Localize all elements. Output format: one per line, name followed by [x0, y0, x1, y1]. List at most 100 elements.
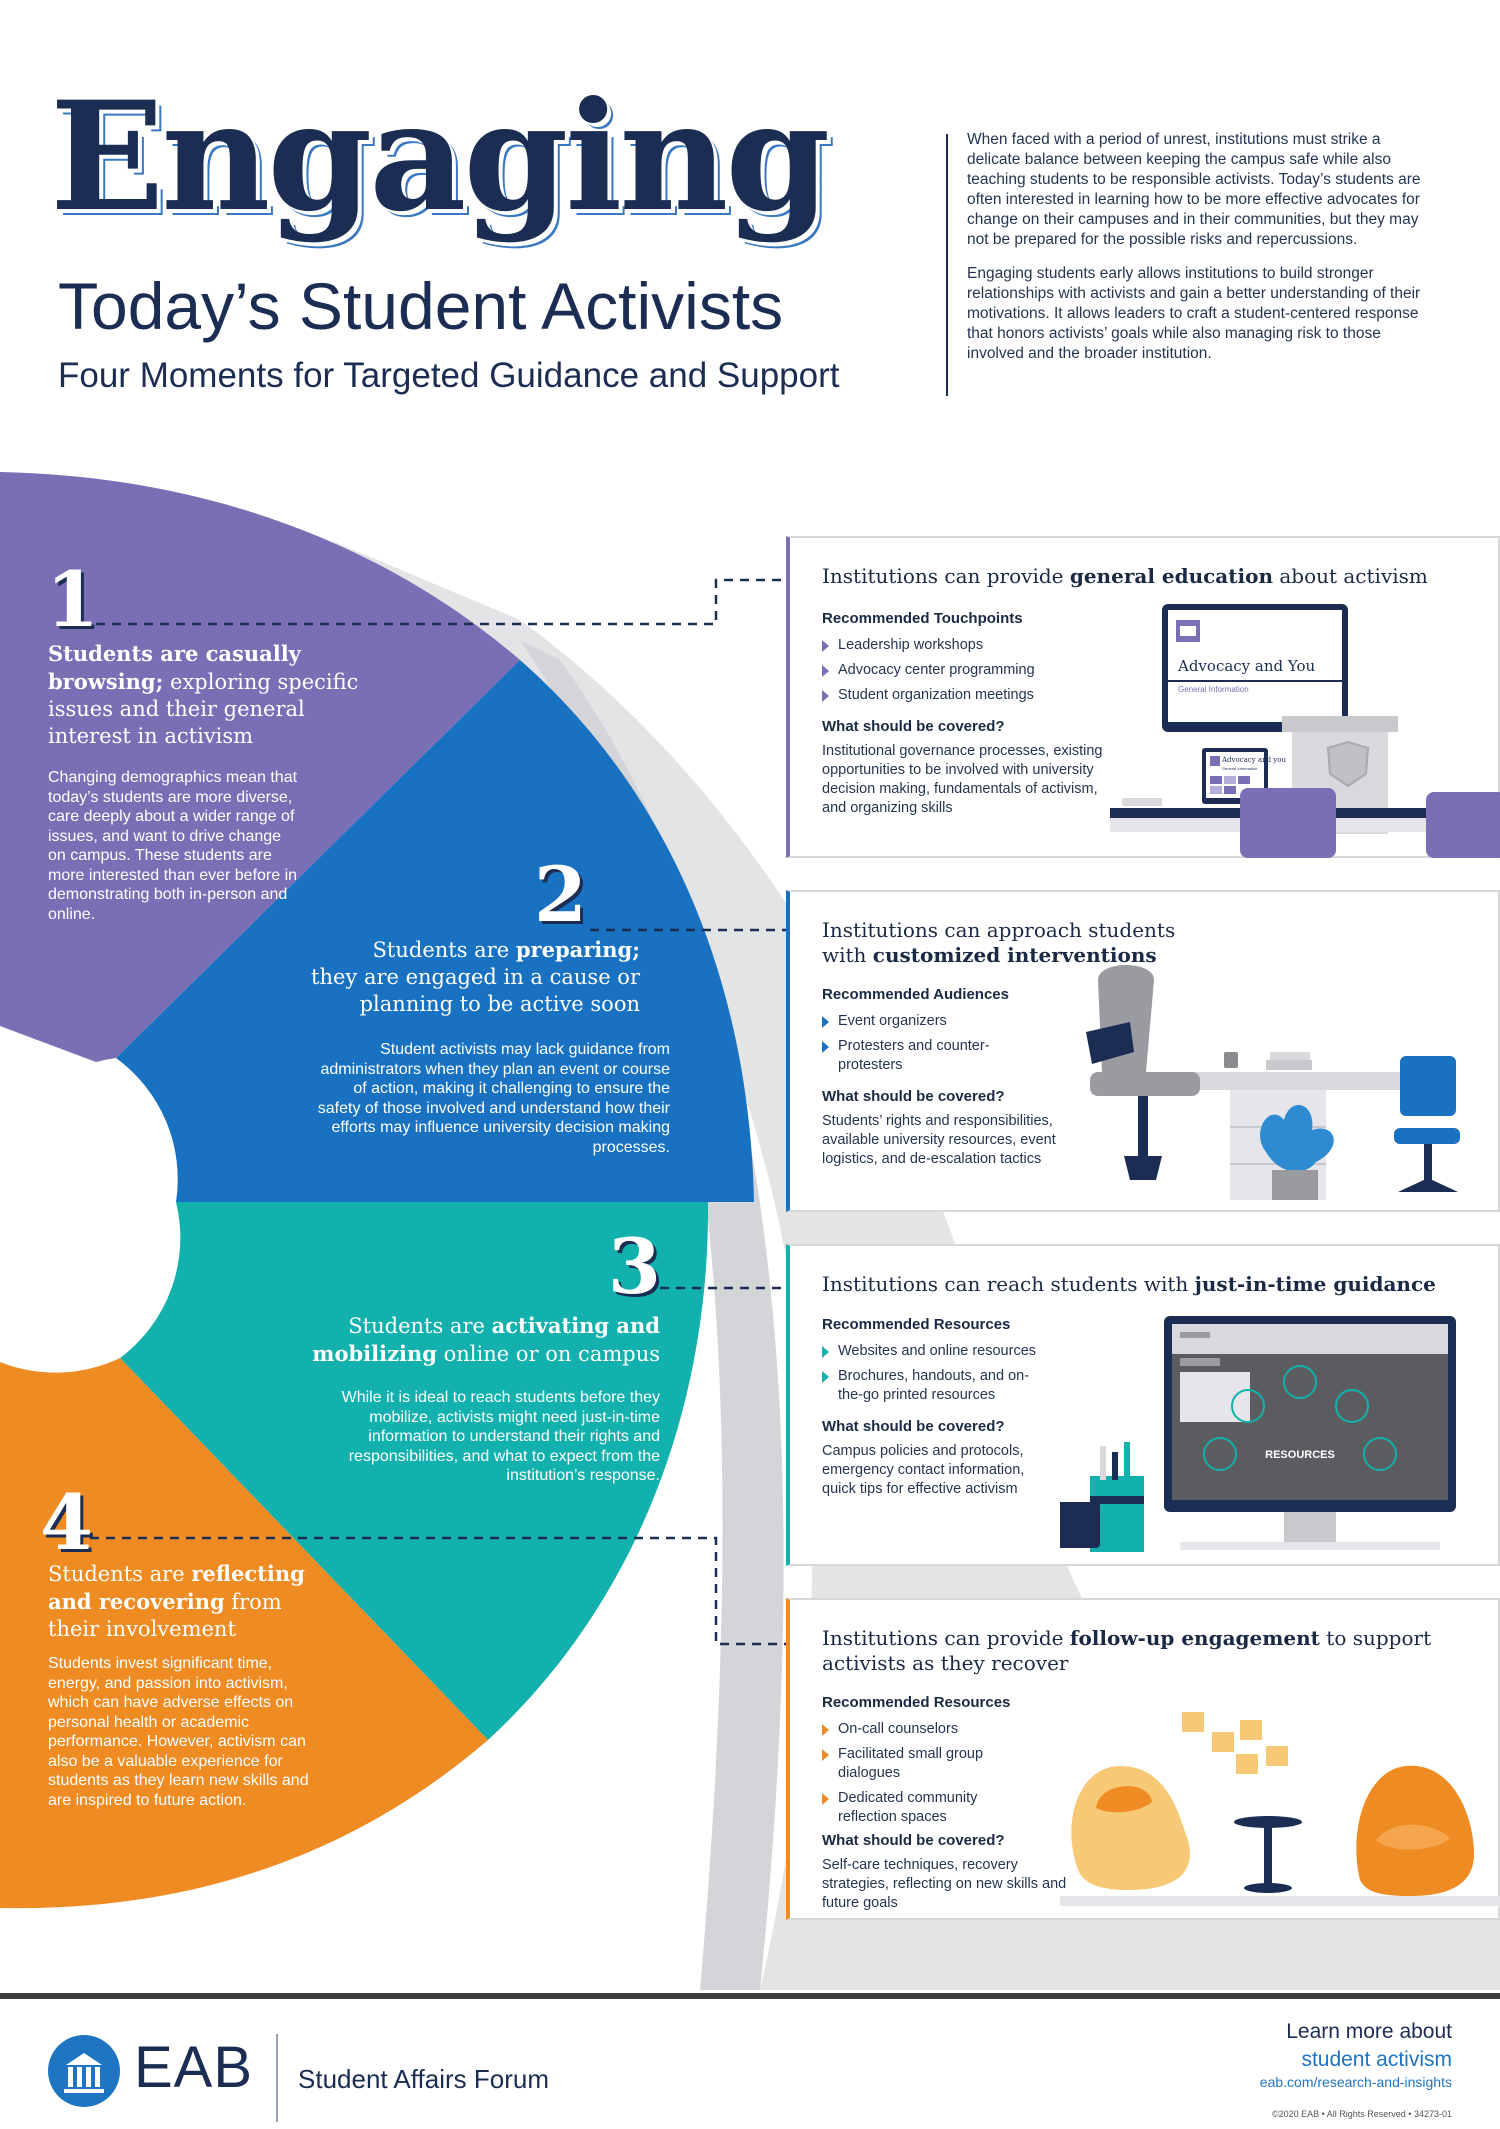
list-item: Event organizers	[822, 1012, 1022, 1031]
moment-2-heading: Students are preparing; they are engaged …	[290, 936, 640, 1018]
moment-4-heading-rest: from their involvement	[48, 1590, 282, 1641]
card-just-in-time: Institutions can reach students with jus…	[786, 1244, 1500, 1566]
card-1-covered-text: Institutional governance processes, exis…	[822, 743, 1103, 816]
resources-screen-label: RESOURCES	[1265, 1449, 1335, 1461]
intro-divider	[946, 134, 948, 396]
moment-4-heading-bold: reflecting and recovering	[48, 1561, 305, 1614]
card-3-covered-label: What should be covered?	[822, 1418, 1005, 1435]
card-4-title: Institutions can provide follow-up engag…	[822, 1626, 1442, 1676]
card-2-covered-text: Students’ rights and responsibilities, a…	[822, 1113, 1056, 1167]
card-4-list: On-call counselors Facilitated small gro…	[822, 1720, 1032, 1833]
moment-3-heading: Students are activating and mobilizing o…	[290, 1312, 660, 1368]
monitor-subtitle: General Information	[1178, 685, 1249, 694]
moment-4-number: 4	[40, 1478, 93, 1567]
monitor-title: Advocacy and You	[1177, 657, 1316, 675]
card-4-list-label: Recommended Resources	[822, 1694, 1011, 1711]
intro-paragraph-1: When faced with a period of unrest, inst…	[967, 131, 1421, 248]
list-item: Brochures, handouts, and on-the-go print…	[822, 1367, 1052, 1405]
card-2-list: Event organizers Protesters and counter-…	[822, 1012, 1022, 1081]
eab-brand: EAB	[134, 2035, 254, 2100]
learn-more-text: Learn more about	[1286, 2020, 1452, 2043]
learn-more-link[interactable]: student activism	[1301, 2048, 1452, 2071]
moment-2-heading-bold: preparing;	[515, 937, 640, 962]
intro-text: When faced with a period of unrest, inst…	[967, 130, 1427, 378]
moment-1-body: Changing demographics mean that today’s …	[48, 769, 298, 923]
card-customized-interventions: Institutions can approach students with …	[786, 890, 1500, 1212]
card-1-covered-label: What should be covered?	[822, 718, 1005, 735]
wedge-3	[120, 1202, 709, 1740]
footer-divider	[0, 1993, 1500, 1999]
moment-3-body: While it is ideal to reach students befo…	[341, 1389, 660, 1484]
moment-2-body: Student activists may lack guidance from…	[317, 1041, 670, 1156]
card-3-title-pre: Institutions can reach students with	[822, 1272, 1195, 1296]
card-1-list: Leadership workshops Advocacy center pro…	[822, 636, 1035, 711]
moment-3-heading-pre: Students are	[348, 1314, 492, 1338]
card-3-covered-text: Campus policies and protocols, emergency…	[822, 1443, 1025, 1497]
moment-2-number: 2	[534, 850, 587, 939]
list-item: Student organization meetings	[822, 686, 1035, 705]
connector-1	[80, 578, 786, 626]
copyright-text: ©2020 EAB • All Rights Reserved • 34273-…	[1271, 2109, 1452, 2119]
card-2-title: Institutions can approach students with …	[822, 918, 1222, 968]
moment-4-body: Students invest significant time, energy…	[48, 1655, 309, 1809]
card-1-list-label: Recommended Touchpoints	[822, 610, 1023, 627]
card-1-title-pre: Institutions can provide	[822, 564, 1070, 588]
card-4-title-bold: follow-up engagement	[1069, 1626, 1320, 1650]
intro-paragraph-2: Engaging students early allows instituti…	[967, 265, 1421, 362]
card-3-list-label: Recommended Resources	[822, 1316, 1011, 1333]
footer-brand-divider	[276, 2034, 278, 2122]
columns-icon	[64, 2053, 104, 2093]
page-title: Engaging	[50, 69, 830, 245]
forum-name: Student Affairs Forum	[298, 2064, 549, 2094]
card-2-title-bold: customized interventions	[872, 943, 1157, 967]
laptop-title: Advocacy and you	[1221, 756, 1286, 764]
card-2-list-label: Recommended Audiences	[822, 986, 1009, 1003]
list-item: Dedicated community reflection spaces	[822, 1789, 1032, 1827]
card-3-title-bold: just-in-time guidance	[1194, 1272, 1436, 1296]
moment-1-number: 1	[46, 555, 99, 644]
classroom-illustration: Advocacy and You General Information Adv…	[1110, 604, 1500, 858]
card-4-title-post: to support activists as they recover	[822, 1626, 1432, 1675]
page-tagline: Four Moments for Targeted Guidance and S…	[58, 356, 840, 395]
card-4-covered-label: What should be covered?	[822, 1832, 1005, 1849]
card-follow-up: Institutions can provide follow-up engag…	[786, 1598, 1500, 1920]
pie-center	[0, 1056, 176, 1356]
moment-1-heading-bold: Students are casually browsing;	[48, 641, 301, 694]
card-4-covered-text: Self-care techniques, recovery strategie…	[822, 1857, 1067, 1911]
card-2-covered-label: What should be covered?	[822, 1088, 1005, 1105]
moment-2-heading-pre: Students are	[372, 938, 516, 962]
wedge-4	[0, 1358, 488, 1909]
card-3-list: Websites and online resources Brochures,…	[822, 1342, 1052, 1411]
moment-3-heading-rest: online or on campus	[436, 1342, 660, 1366]
moment-4-heading: Students are reflecting and recovering f…	[48, 1560, 308, 1643]
moment-3-heading-bold: activating and mobilizing	[312, 1313, 660, 1366]
list-item: Advocacy center programming	[822, 661, 1035, 680]
page-subtitle: Today’s Student Activists	[58, 269, 784, 343]
card-3-title: Institutions can reach students with jus…	[822, 1272, 1462, 1297]
list-item: Websites and online resources	[822, 1342, 1052, 1361]
list-item: Protesters and counter-protesters	[822, 1037, 1022, 1075]
card-4-title-pre: Institutions can provide	[822, 1626, 1070, 1650]
card-2-title-pre: Institutions can approach students with	[822, 918, 1176, 967]
moment-1-heading: Students are casually browsing; explorin…	[48, 640, 368, 750]
card-1-title-post: about activism	[1272, 564, 1428, 588]
moment-4-heading-pre: Students are	[48, 1562, 192, 1586]
lounge-illustration	[1060, 1712, 1500, 1906]
moment-2-heading-rest: they are engaged in a cause or planning …	[311, 965, 640, 1016]
moment-1-heading-rest: exploring specific issues and their gene…	[48, 670, 359, 748]
list-item: On-call counselors	[822, 1720, 1032, 1739]
meeting-illustration	[1086, 965, 1460, 1200]
moment-3-number: 3	[608, 1222, 661, 1311]
eab-logo-icon	[48, 2035, 120, 2107]
card-general-education: Institutions can provide general educati…	[786, 536, 1500, 858]
wedge-1	[0, 472, 520, 1062]
list-item: Leadership workshops	[822, 636, 1035, 655]
connector-4	[90, 1536, 786, 1646]
list-item: Facilitated small group dialogues	[822, 1745, 1032, 1783]
card-1-title: Institutions can provide general educati…	[822, 564, 1462, 589]
card-1-title-bold: general education	[1069, 564, 1273, 588]
laptop-subtitle: General Information	[1222, 766, 1257, 771]
learn-more-url[interactable]: eab.com/research-and-insights	[1259, 2074, 1452, 2090]
resources-illustration: RESOURCES	[1060, 1316, 1456, 1552]
